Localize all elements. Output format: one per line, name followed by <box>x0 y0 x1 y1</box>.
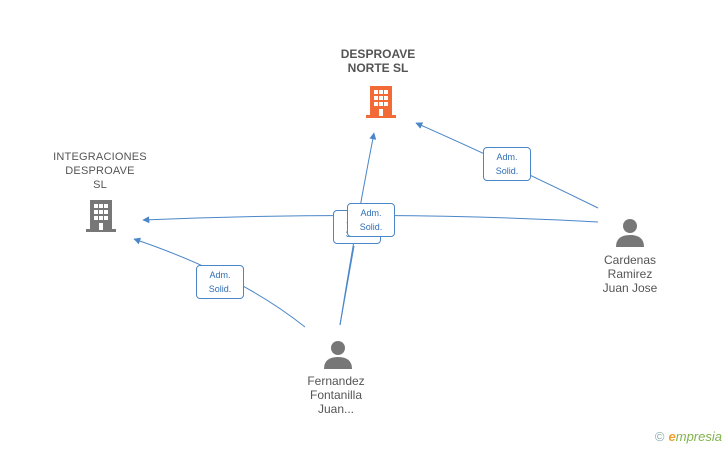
building-icon-integraciones <box>86 200 116 232</box>
person-icon-cardenas <box>616 219 644 247</box>
brand-footer[interactable]: ©empresia <box>655 429 722 444</box>
copyright-icon: © <box>654 429 665 444</box>
brand-name: mpresia <box>675 429 722 444</box>
node-label-cardenas[interactable]: Cardenas Ramirez Juan Jose <box>602 253 658 295</box>
edge-fernandez-vertical <box>339 245 355 326</box>
node-label-desproave-norte[interactable]: DESPROAVE NORTE SL <box>340 47 416 75</box>
node-label-integraciones[interactable]: INTEGRACIONES DESPROAVE SL <box>53 151 147 191</box>
edge-badge-fernandez-integraciones[interactable]: Adm. Solid. <box>196 265 244 299</box>
edge-badge-cardenas-norte[interactable]: Adm. Solid. <box>483 147 531 181</box>
brand-initial: e <box>668 429 676 444</box>
edge-badge-cardenas-integraciones[interactable]: Adm. Solid. <box>347 203 395 237</box>
person-icon-fernandez <box>324 341 352 369</box>
node-label-fernandez[interactable]: Fernandez Fontanilla Juan... <box>307 374 365 416</box>
building-icon-desproave-norte <box>366 86 396 118</box>
